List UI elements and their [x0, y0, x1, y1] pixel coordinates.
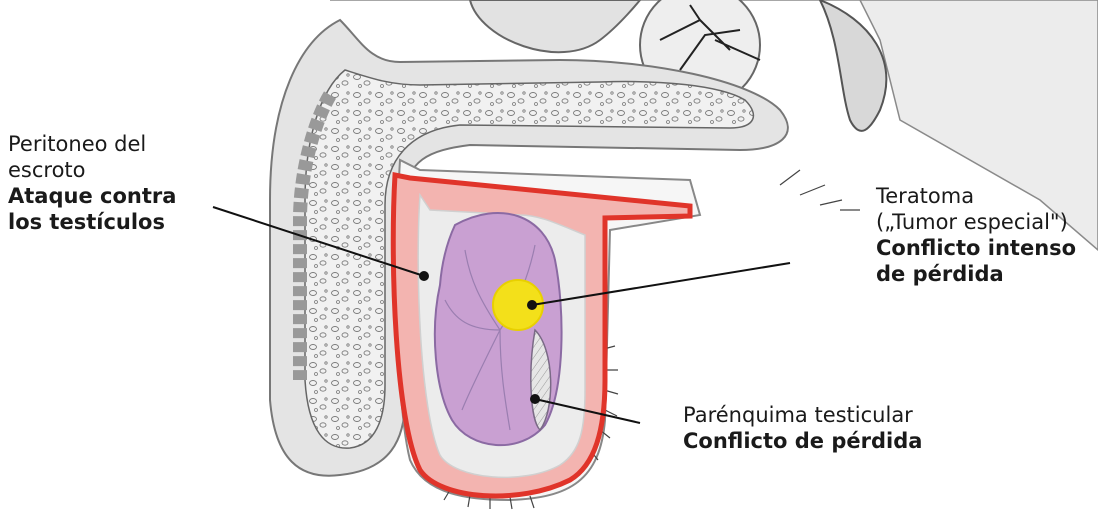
label-conflict: Conflicto intenso — [876, 235, 1076, 261]
bladder-outline — [470, 0, 640, 52]
label-peritoneo: Peritoneo del escroto Ataque contra los … — [8, 131, 176, 235]
label-parenquima: Parénquima testicular Conflicto de pérdi… — [683, 402, 922, 454]
label-teratoma: Teratoma („Tumor especial") Conflicto in… — [876, 183, 1076, 287]
label-text: Parénquima testicular — [683, 402, 922, 428]
pointer-dot-peritoneo — [419, 271, 429, 281]
label-text: escroto — [8, 157, 176, 183]
label-text: („Tumor especial") — [876, 209, 1076, 235]
label-conflict: Conflicto de pérdida — [683, 428, 922, 454]
label-conflict: de pérdida — [876, 261, 1076, 287]
label-conflict: los testículos — [8, 209, 176, 235]
label-text: Teratoma — [876, 183, 1076, 209]
label-conflict: Ataque contra — [8, 183, 176, 209]
pointer-dot-teratoma — [527, 300, 537, 310]
pointer-dot-parenquima — [530, 394, 540, 404]
label-text: Peritoneo del — [8, 131, 176, 157]
